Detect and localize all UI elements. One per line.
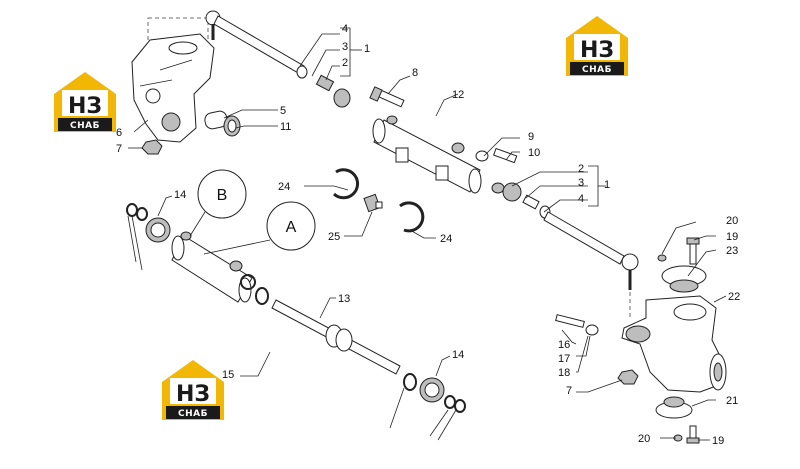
callout-19-lower: 19: [712, 435, 724, 447]
tie-rod-right: [491, 182, 639, 320]
callout-14-right: 14: [452, 349, 464, 361]
lock-nut: [502, 182, 522, 202]
tie-rod-end-ball: [621, 253, 639, 271]
o-rings-right: [444, 395, 466, 413]
logo-top-right: НЗ СНАБ: [566, 16, 628, 76]
detail-circle-a: A: [203, 201, 316, 255]
callout-22: 22: [728, 291, 740, 303]
adjust-sleeve: [522, 194, 540, 210]
bolt-19-lower: [686, 425, 700, 444]
detail-label-b: B: [217, 187, 228, 204]
callout-20-upper: 20: [726, 215, 738, 227]
knuckle-arm-hole: [145, 88, 161, 104]
mount-lug: [395, 147, 409, 163]
cap-23: [661, 265, 707, 293]
knuckle-hub-bore: [161, 112, 181, 132]
logo-caption: СНАБ: [178, 409, 208, 419]
tie-rod-tube: [213, 15, 305, 75]
detail-label-a: A: [286, 219, 297, 236]
o-rings-left: [126, 203, 148, 221]
nut-7-lower: [617, 369, 639, 385]
bolt-16: [555, 314, 585, 328]
bolt-19-upper: [686, 237, 700, 265]
callout-2-right: 2: [578, 163, 584, 175]
right-steering-knuckle-22: [621, 295, 727, 393]
knuckle-top-flange: [673, 303, 707, 321]
cylinder-body: [373, 119, 481, 193]
callout-6: 6: [116, 127, 122, 139]
callout-3-upper: 3: [342, 41, 348, 53]
seal-14-right: [419, 377, 445, 403]
logo-bottom-left: НЗ СНАБ: [162, 360, 224, 420]
cylinder-housing-15: [171, 231, 256, 303]
washer-9: [475, 150, 489, 162]
callout-24-lower: 24: [440, 233, 452, 245]
cap-21: [655, 396, 693, 419]
lock-nut: [333, 88, 351, 108]
callout-23: 23: [726, 245, 738, 257]
steering-arm-eye: [625, 325, 651, 343]
callout-10: 10: [528, 147, 540, 159]
callout-19-upper: 19: [726, 231, 738, 243]
adjust-sleeve: [315, 74, 335, 92]
callout-4-upper: 4: [342, 23, 348, 35]
callout-7-upper: 7: [116, 143, 122, 155]
logo-caption: СНАБ: [70, 121, 100, 131]
center-cylinder-12: [372, 115, 482, 194]
callout-4-right: 4: [578, 193, 584, 205]
callout-17: 17: [558, 353, 570, 365]
callout-5: 5: [280, 105, 286, 117]
detail-circle-b: B: [189, 169, 247, 237]
piston-rod-13: [271, 299, 401, 375]
callout-24-upper: 24: [278, 181, 290, 193]
callout-1-upper: 1: [364, 43, 370, 55]
bolt-8: [369, 86, 405, 108]
callout-14-left: 14: [174, 189, 186, 201]
seal-11: [223, 115, 241, 137]
callout-18: 18: [558, 367, 570, 379]
left-steering-knuckle: [131, 17, 215, 143]
seal-14-left: [145, 217, 171, 243]
callout-11: 11: [280, 121, 291, 133]
pin-25: [363, 193, 383, 213]
tie-rod-tube: [543, 211, 625, 265]
logo-top-left: НЗ СНАБ: [54, 72, 116, 132]
snap-ring-24-upper: [332, 168, 360, 200]
callout-16: 16: [558, 339, 570, 351]
callout-8: 8: [412, 67, 418, 79]
washer-17: [585, 324, 599, 336]
callout-21: 21: [726, 395, 738, 407]
tie-rod-left-upper: [205, 10, 351, 108]
callout-1-right: 1: [604, 179, 610, 191]
callout-7-lower: 7: [566, 385, 572, 397]
logo-mark: НЗ: [176, 382, 210, 407]
callout-2-upper: 2: [342, 57, 348, 69]
knuckle-top-flange: [168, 41, 198, 55]
callout-9: 9: [528, 131, 534, 143]
knuckle-body: [131, 33, 215, 143]
logo-caption: СНАБ: [582, 65, 612, 75]
washer-20-upper: [657, 254, 667, 262]
bushing-5: [204, 110, 228, 130]
callout-15: 15: [222, 369, 234, 381]
callout-13: 13: [338, 293, 350, 305]
callout-numbers: 4 3 2 1 8 12 5 11 6 7 9 10 2 3 4 1 24 25…: [116, 23, 740, 447]
bolt-10: [492, 147, 518, 164]
callout-20-lower: 20: [638, 433, 650, 445]
callout-25: 25: [328, 231, 340, 243]
mount-lug: [435, 165, 449, 181]
nut-7-upper: [141, 139, 163, 155]
o-ring-mid: [255, 287, 269, 305]
logo-mark: НЗ: [68, 94, 102, 119]
callout-12: 12: [452, 89, 464, 101]
snap-ring-24-lower: [399, 201, 425, 233]
callout-3-right: 3: [578, 177, 584, 189]
hex-nut: [617, 369, 639, 385]
hex-nut: [141, 139, 163, 155]
o-ring-right-inner: [403, 373, 417, 391]
logo-mark: НЗ: [580, 38, 614, 63]
leader-lines: [127, 27, 727, 441]
